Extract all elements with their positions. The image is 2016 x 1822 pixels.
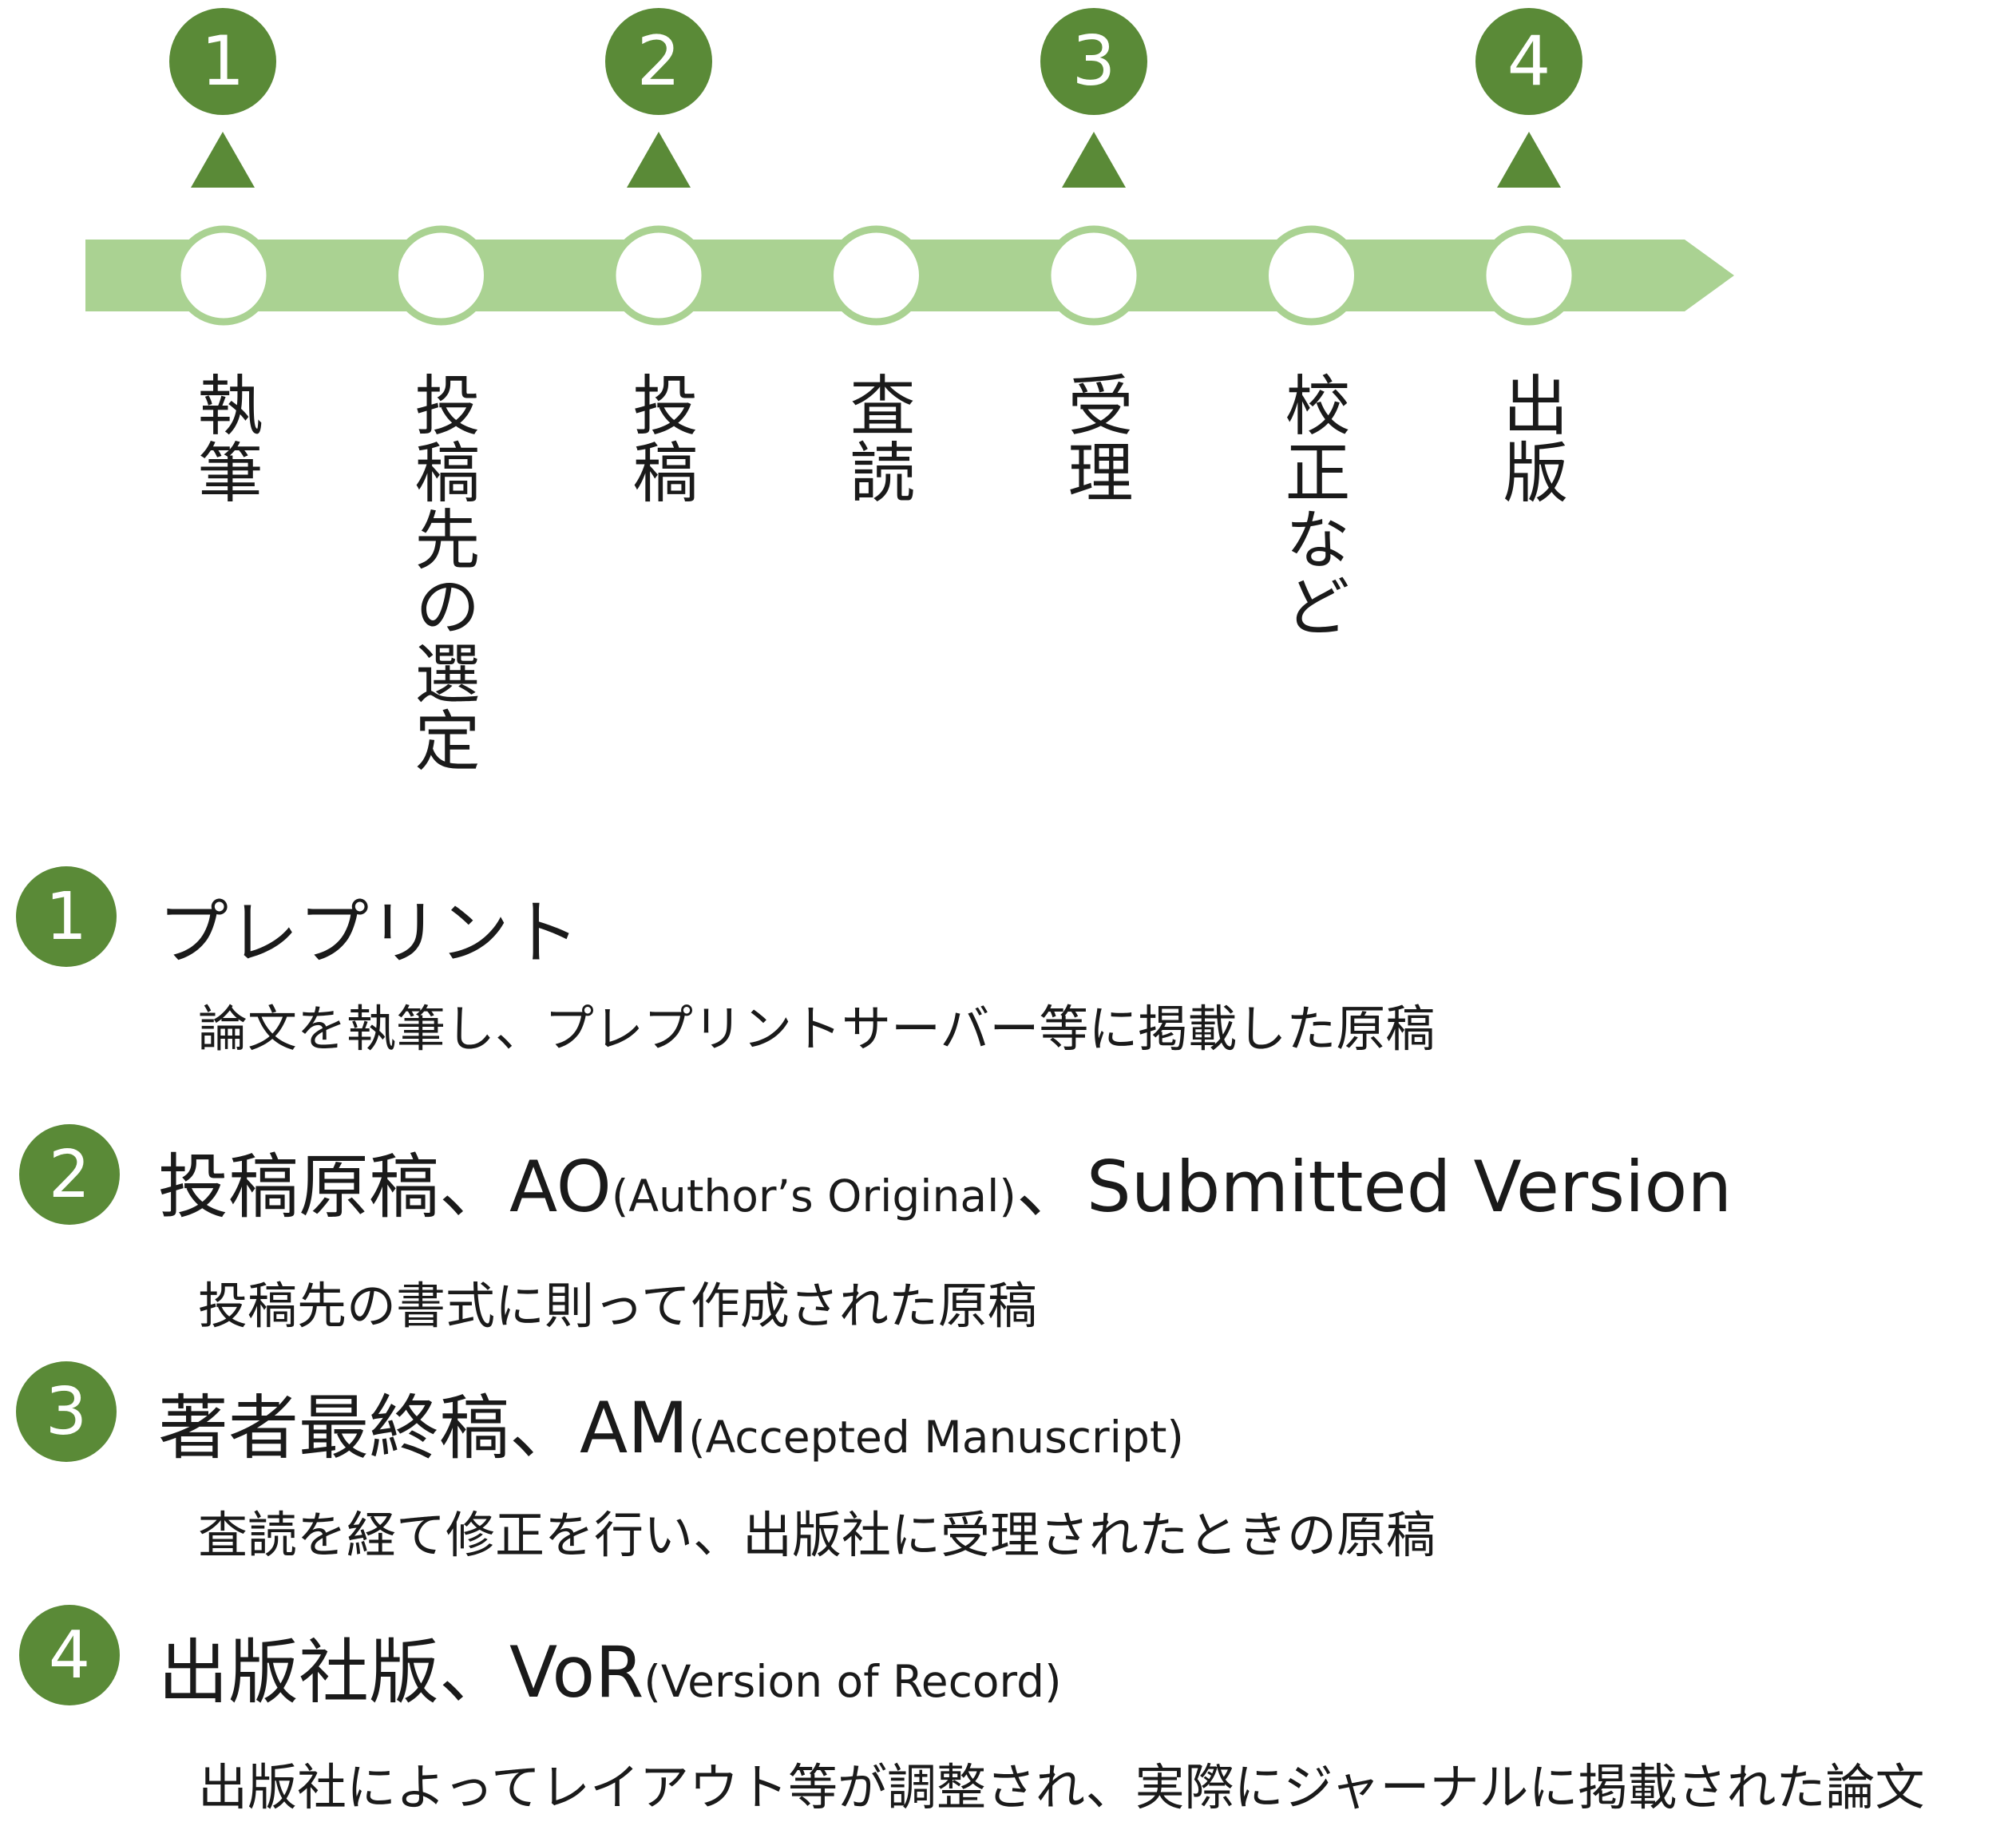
marker-3: 3 (1040, 8, 1147, 115)
legend-badge-2: 2 (19, 1124, 120, 1225)
marker-1: 1 (169, 8, 276, 115)
legend-badge-4: 4 (19, 1605, 120, 1705)
legend-title-main: 投稿原稿、AO (158, 1146, 612, 1228)
timeline-node-7 (1479, 225, 1579, 326)
stage-label-journal-selection: 投稿先の選定 (403, 371, 479, 774)
timeline-node-5 (1044, 225, 1144, 326)
marker-1-arrow-icon (191, 132, 255, 188)
legend-title-3: 著者最終稿、AM(Accepted Manuscript) (158, 1372, 1184, 1473)
legend-number: 3 (45, 1373, 88, 1450)
stage-label-writing: 執筆 (186, 371, 262, 505)
stage-label-acceptance: 受理 (1056, 371, 1132, 505)
publication-timeline: 1 2 3 4 執筆 投稿先の選定 投稿 査読 受理 校正など 出版 (0, 0, 2016, 798)
legend-desc-2: 投稿先の書式に則って作成された原稿 (198, 1277, 1037, 1335)
timeline-node-6 (1261, 225, 1361, 326)
marker-number: 3 (1071, 22, 1116, 101)
timeline-node-2 (391, 225, 491, 326)
marker-number: 1 (200, 22, 245, 101)
legend-title-sub: (Author’s Original) (611, 1170, 1016, 1222)
stage-label-publication: 出版 (1491, 371, 1567, 505)
marker-number: 2 (636, 22, 681, 101)
marker-4: 4 (1475, 8, 1582, 115)
legend-title-sub: (Accepted Manuscript) (688, 1412, 1184, 1463)
stage-label-submission: 投稿 (621, 371, 697, 505)
legend-number: 4 (48, 1617, 91, 1693)
legend-number: 2 (48, 1136, 91, 1213)
legend-badge-1: 1 (16, 866, 117, 967)
stage-label-peer-review: 査読 (838, 371, 914, 505)
marker-2-arrow-icon (627, 132, 691, 188)
legend-title-sub: (Version of Record) (644, 1656, 1062, 1707)
marker-4-arrow-icon (1497, 132, 1561, 188)
legend-title-tail: 、Submitted Version (1016, 1146, 1733, 1228)
legend-title-4: 出版社版、VoR(Version of Record) (158, 1616, 1062, 1717)
timeline-node-4 (826, 225, 926, 326)
legend-title-main: プレプリント (158, 892, 580, 974)
legend-number: 1 (45, 878, 88, 955)
marker-3-arrow-icon (1062, 132, 1126, 188)
legend-desc-1: 論文を執筆し、プレプリントサーバー等に掲載した原稿 (198, 1000, 1436, 1058)
legend-title-1: プレプリント (158, 877, 580, 978)
legend-desc-3: 査読を経て修正を行い、出版社に受理されたときの原稿 (198, 1506, 1436, 1564)
legend-badge-3: 3 (16, 1361, 117, 1462)
timeline-node-3 (608, 225, 709, 326)
legend-title-2: 投稿原稿、AO(Author’s Original)、Submitted Ver… (158, 1131, 1732, 1232)
marker-number: 4 (1507, 22, 1551, 101)
stage-label-proofreading: 校正など (1273, 371, 1349, 640)
marker-2: 2 (605, 8, 712, 115)
timeline-track (85, 225, 1734, 326)
timeline-node-1 (173, 225, 274, 326)
legend-title-main: 著者最終稿、AM (158, 1387, 689, 1469)
legend-desc-4: 出版社によってレイアウト等が調整され、実際にジャーナルに掲載された論文 (198, 1758, 1925, 1816)
legend-title-main: 出版社版、VoR (158, 1631, 644, 1713)
